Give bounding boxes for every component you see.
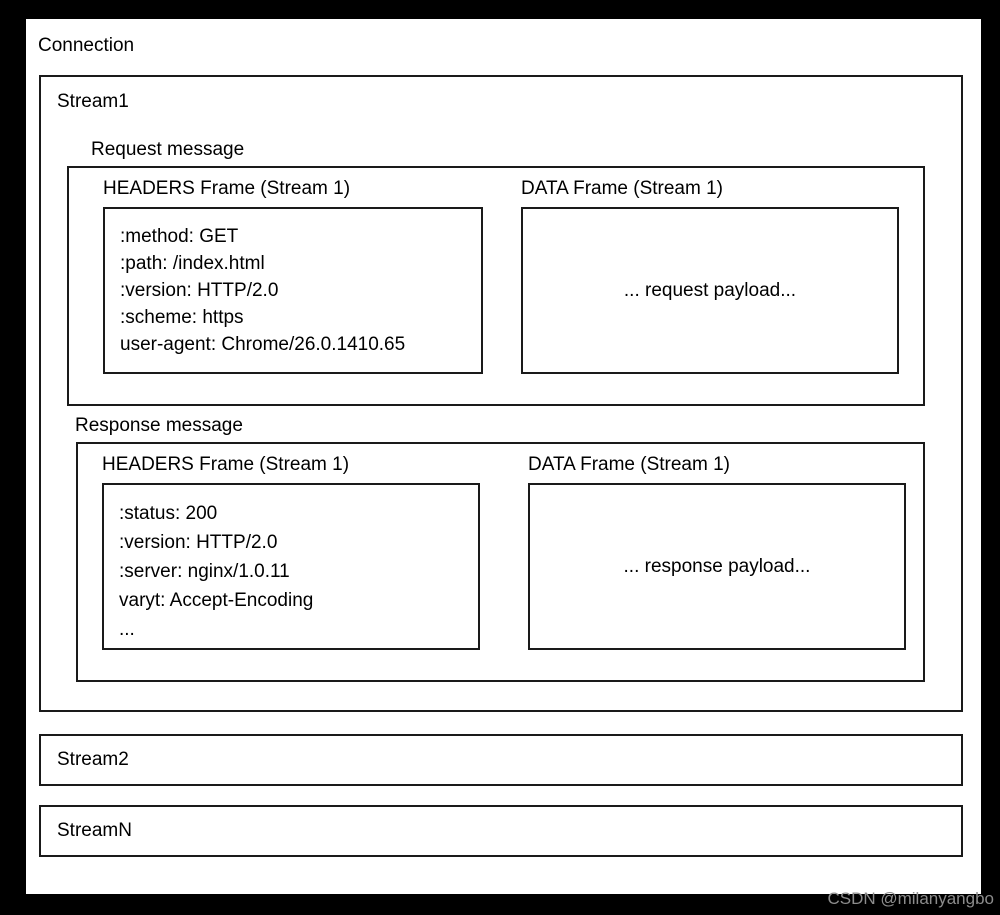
- response-headers-frame-title: HEADERS Frame (Stream 1): [102, 454, 350, 475]
- header-line: :method: GET: [120, 226, 239, 247]
- header-line: ...: [119, 619, 135, 640]
- header-line: :path: /index.html: [120, 253, 265, 274]
- request-data-frame-title: DATA Frame (Stream 1): [521, 178, 723, 199]
- request-headers-frame: HEADERS Frame (Stream 1) :method: GET :p…: [103, 168, 513, 398]
- response-data-frame-body: ... response payload...: [528, 483, 906, 650]
- request-data-frame: DATA Frame (Stream 1) ... request payloa…: [521, 168, 911, 398]
- connection-panel: Connection Stream1 Request message HEADE…: [26, 19, 981, 894]
- header-line: :status: 200: [119, 503, 218, 524]
- response-message-label: Response message: [75, 415, 243, 436]
- stream-box-stream1: Stream1 Request message HEADERS Frame (S…: [39, 75, 963, 712]
- response-payload-text: ... response payload...: [623, 555, 811, 577]
- response-data-frame: DATA Frame (Stream 1) ... response paylo…: [528, 444, 918, 674]
- request-headers-frame-body: :method: GET :path: /index.html :version…: [103, 207, 483, 374]
- header-line: :version: HTTP/2.0: [120, 280, 279, 301]
- stream-box-streamN: StreamN: [39, 805, 963, 857]
- header-line: varyt: Accept-Encoding: [119, 590, 314, 611]
- request-data-frame-body: ... request payload...: [521, 207, 899, 374]
- streamN-label: StreamN: [57, 820, 132, 841]
- request-header-list: :method: GET :path: /index.html :version…: [120, 223, 405, 358]
- request-message-label: Request message: [91, 139, 245, 160]
- request-headers-frame-title: HEADERS Frame (Stream 1): [103, 178, 351, 199]
- stream1-label: Stream1: [57, 91, 129, 112]
- response-data-frame-title: DATA Frame (Stream 1): [528, 454, 730, 475]
- response-header-list: :status: 200 :version: HTTP/2.0 :server:…: [119, 499, 313, 644]
- watermark-text: CSDN @milanyangbo: [827, 889, 994, 908]
- header-line: :scheme: https: [120, 307, 244, 328]
- request-message-box: HEADERS Frame (Stream 1) :method: GET :p…: [67, 166, 925, 406]
- response-headers-frame: HEADERS Frame (Stream 1) :status: 200 :v…: [102, 444, 512, 674]
- stream2-label: Stream2: [57, 749, 129, 770]
- header-line: :server: nginx/1.0.11: [119, 561, 290, 582]
- header-line: user-agent: Chrome/26.0.1410.65: [120, 334, 406, 355]
- connection-label: Connection: [38, 35, 135, 56]
- request-payload-text: ... request payload...: [623, 279, 797, 301]
- header-line: :version: HTTP/2.0: [119, 532, 278, 553]
- response-headers-frame-body: :status: 200 :version: HTTP/2.0 :server:…: [102, 483, 480, 650]
- response-message-box: HEADERS Frame (Stream 1) :status: 200 :v…: [76, 442, 925, 682]
- stream-box-stream2: Stream2: [39, 734, 963, 786]
